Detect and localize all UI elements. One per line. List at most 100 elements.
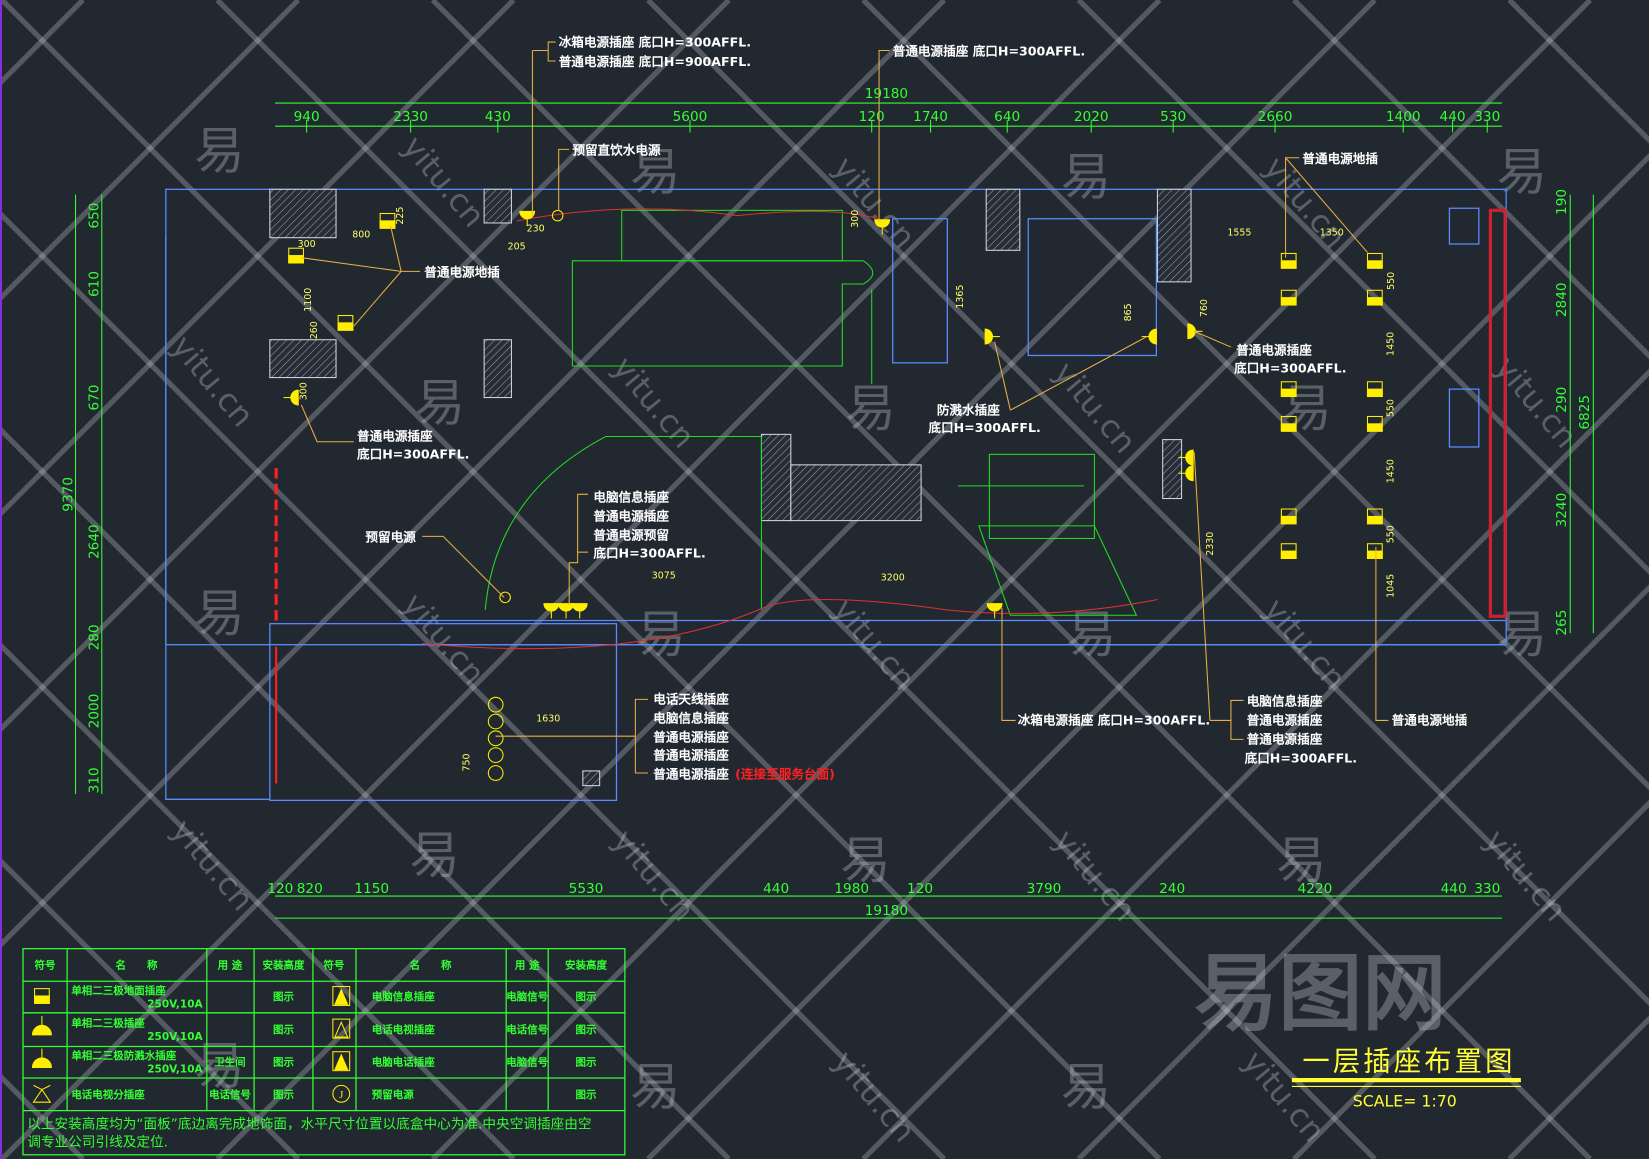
- legend-icon-floor-socket: [34, 988, 50, 1004]
- socket-symbols: [283, 209, 1383, 781]
- legend-height: 图示: [273, 1089, 294, 1101]
- dimension-bottom: 440: [1441, 881, 1467, 897]
- furniture: [484, 209, 1138, 616]
- watermark-site: yitu.cn: [395, 587, 491, 692]
- dimension-top: 330: [1474, 109, 1500, 125]
- label-floor-socket-bottom: 普通电源地插: [1392, 713, 1468, 728]
- label-bottom-group-3: 普通电源插座: [653, 729, 729, 744]
- label-right-group-1: 电脑信息插座: [1247, 694, 1323, 709]
- wall-socket-icon: [1187, 323, 1203, 340]
- legend-icon-splash-socket: [31, 1048, 52, 1069]
- dimension-bottom: 1150: [354, 881, 389, 897]
- dimension-inner: 3200: [881, 573, 905, 584]
- legend-header: 用 途: [217, 959, 243, 972]
- label-normal-socket-left: 普通电源插座: [357, 429, 433, 444]
- legend-note-line-2: 调专业公司引线及定位.: [27, 1134, 168, 1150]
- dimension-inner: 1630: [536, 713, 560, 724]
- label-normal-socket-top-right: 普通电源插座 底口H=300AFFL.: [893, 44, 1085, 59]
- dimension-bottom: 4220: [1298, 881, 1333, 897]
- dimension-right: 2840: [1554, 282, 1570, 317]
- dimension-inner: 865: [1123, 303, 1134, 321]
- label-bottom-group-note: (连接至服务台面): [735, 766, 835, 781]
- label-bottom-group-1: 电话天线插座: [653, 692, 729, 707]
- legend-header: 符号: [323, 959, 344, 972]
- title-block: 一层插座布置图 SCALE= 1:70: [1291, 1047, 1521, 1110]
- legend-header: 符号: [35, 959, 56, 972]
- dimension-inner: 1450: [1386, 332, 1397, 356]
- watermark-site: yitu.cn: [605, 823, 701, 928]
- legend-use: 电脑信号: [506, 990, 548, 1003]
- legend-icon-phone-tv-socket: [32, 1084, 52, 1103]
- dimension-top: 440: [1440, 109, 1466, 125]
- watermark-site: yitu.cn: [164, 329, 260, 434]
- dimension-left: 280: [87, 624, 103, 650]
- legend-icon-socket: [31, 1015, 52, 1036]
- legend-header: 名 称: [115, 959, 157, 972]
- dimension-inner: 230: [527, 223, 545, 234]
- legend-use: 卫生间: [214, 1055, 245, 1068]
- dimension-top: 1400: [1386, 109, 1421, 125]
- dimension-bottom: 3790: [1027, 881, 1062, 897]
- dimension-top: 940: [294, 109, 320, 125]
- watermark-glyph: 易: [840, 831, 890, 890]
- wall-socket-icon: [984, 328, 1000, 345]
- watermark-glyph: 易: [1061, 148, 1111, 207]
- label-center-group-1: 电脑信息插座: [593, 490, 669, 505]
- dimension-top: 530: [1160, 109, 1186, 125]
- legend-name: 电脑信息插座: [372, 990, 435, 1003]
- walls: [165, 188, 1507, 801]
- watermark-site: yitu.cn: [1046, 823, 1142, 928]
- watermark-glyph: 易: [1497, 142, 1547, 201]
- watermark-site: yitu.cn: [1477, 823, 1573, 928]
- dimension-inner: 1100: [303, 288, 314, 312]
- watermark-glyph: 易: [1066, 605, 1116, 664]
- watermark-site: yitu.cn: [395, 129, 491, 234]
- dimension-inner: 3075: [652, 570, 676, 581]
- label-center-group-2: 普通电源插座: [593, 509, 669, 524]
- dimension-bottom: 1980: [834, 881, 869, 897]
- legend-height: 图示: [273, 1024, 294, 1036]
- socket-icon: [487, 696, 504, 713]
- watermark-logo: 易图网: [1194, 944, 1446, 1042]
- legend-rating: 250V,10A: [147, 999, 203, 1011]
- legend-header: 安装高度: [565, 959, 607, 972]
- dimension-top: 2660: [1258, 109, 1293, 125]
- watermark-glyph: 易: [1276, 831, 1326, 890]
- label-right-group-4: 底口H=300AFFL.: [1245, 750, 1357, 765]
- dimension-left: 2000: [87, 694, 103, 729]
- dimension-bottom: 440: [763, 881, 789, 897]
- dimension-inner: 1045: [1386, 574, 1397, 598]
- legend-rating: 250V,10A: [147, 1064, 203, 1076]
- label-bottom-group-2: 电脑信息插座: [653, 711, 729, 726]
- dimension-inner: 1555: [1227, 228, 1251, 239]
- dimension-bottom: 820: [297, 881, 323, 897]
- label-right-group-2: 普通电源插座: [1247, 713, 1323, 728]
- dimension-right-total: 6825: [1577, 395, 1593, 430]
- dimension-top: 1740: [913, 109, 948, 125]
- dimension-left: 310: [87, 767, 103, 793]
- legend-table: 符号名 称用 途安装高度符号名 称用 途安装高度单相二三极地面插座250V,10…: [22, 948, 626, 1156]
- dimension-left: 670: [87, 385, 103, 411]
- label-normal-socket-top: 普通电源插座 底口H=900AFFL.: [559, 54, 751, 69]
- legend-height: 图示: [576, 1089, 597, 1101]
- wall-socket-icon: [558, 603, 574, 619]
- dimension-top: 120: [859, 109, 885, 125]
- legend-use: 电话信号: [506, 1023, 548, 1036]
- reserved-power-icon: [499, 591, 511, 604]
- watermark-site: yitu.cn: [164, 813, 260, 918]
- dimension-inner: 750: [461, 753, 472, 771]
- legend-use: 电脑信号: [506, 1055, 548, 1068]
- svg-text:J: J: [339, 1090, 343, 1101]
- dimension-left: 650: [87, 203, 103, 229]
- watermark-glyph: 易: [845, 379, 895, 438]
- dimension-top-total: 19180: [865, 86, 908, 102]
- watermark-glyph: 易: [194, 584, 244, 643]
- label-normal-socket-mid-right-height: 底口H=300AFFL.: [1234, 360, 1346, 375]
- dimension-right: 290: [1554, 387, 1570, 413]
- dimension-inner: 205: [508, 241, 526, 252]
- dimension-left: 610: [87, 271, 103, 297]
- annotation-labels: 冰箱电源插座 底口H=300AFFL. 普通电源插座 底口H=900AFFL. …: [357, 34, 1468, 781]
- dimension-inner: 1450: [1386, 459, 1397, 483]
